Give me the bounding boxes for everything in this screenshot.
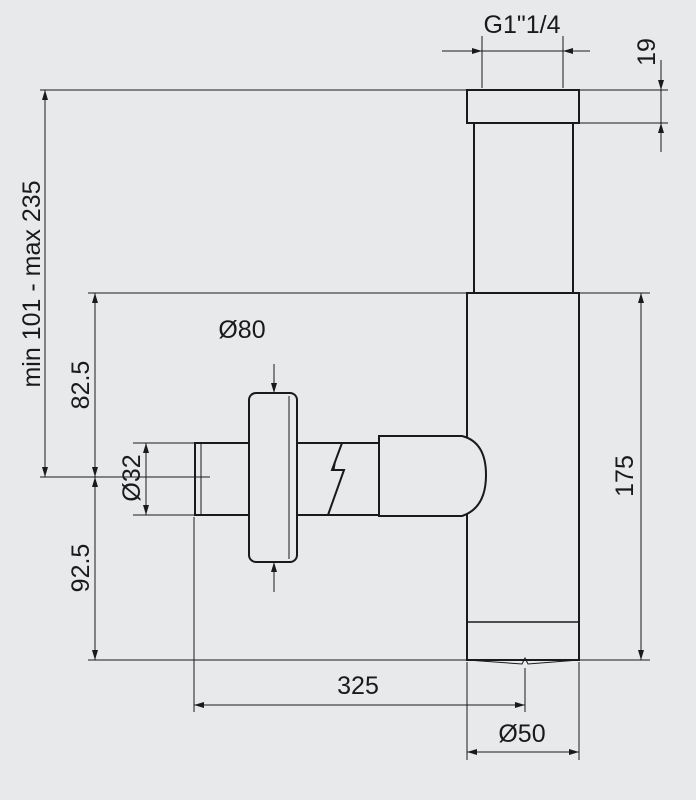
- dimension-lines: [40, 36, 668, 760]
- drain-notch: [466, 656, 580, 665]
- body-diameter-label: Ø50: [498, 720, 545, 748]
- upper-tube: [473, 122, 574, 294]
- body-height-label: 175: [611, 455, 639, 497]
- lower-height-label: 92.5: [67, 544, 95, 593]
- flange-diameter-label: Ø80: [218, 316, 265, 344]
- outlet-connector: [378, 435, 488, 517]
- pipe-break-symbol: [327, 442, 345, 516]
- length-label: 325: [337, 672, 379, 700]
- top-ring-height-label: 19: [633, 38, 661, 66]
- dimension-labels: G1"1/4 19 min 101 - max 235 82.5 92.5 Ø8…: [18, 11, 661, 748]
- top-ring: [466, 89, 580, 124]
- upper-height-label: 82.5: [67, 361, 95, 410]
- pipe-diameter-label: Ø32: [118, 454, 146, 501]
- trap-parts: [194, 89, 580, 665]
- wall-flange: [248, 392, 298, 563]
- thread-size-label: G1"1/4: [484, 11, 561, 39]
- height-range-label: min 101 - max 235: [18, 180, 46, 387]
